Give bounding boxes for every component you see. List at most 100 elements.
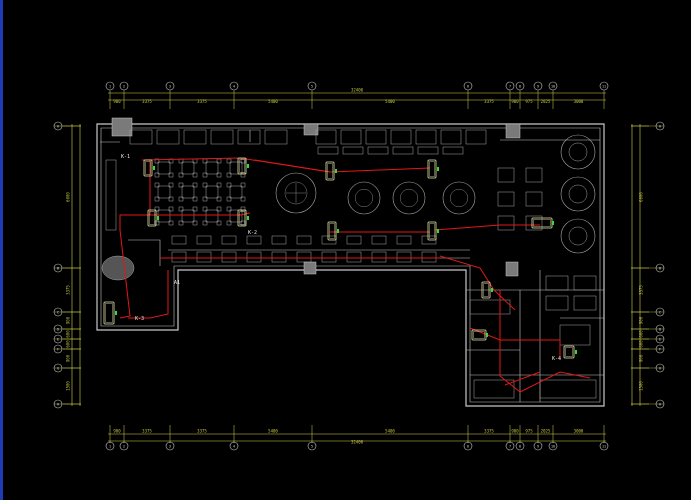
top-grid-bubble-label: 8	[519, 84, 521, 88]
round-booth	[560, 176, 596, 212]
chair	[192, 206, 198, 212]
round-table-top	[450, 188, 469, 207]
circuit-wire	[128, 270, 169, 319]
right-grid-bubble	[655, 324, 665, 334]
chair	[216, 182, 222, 188]
unit-tag-3: K-3	[135, 316, 144, 322]
right-grid-bubble-label: F	[659, 347, 661, 351]
chair	[216, 196, 222, 202]
ac-indoor-unit	[103, 301, 115, 325]
seat	[321, 251, 337, 263]
bottom-dim-label: 975	[525, 429, 533, 434]
left-grid-bubble-label: C	[57, 310, 59, 314]
right-grid-bubble-label: G	[659, 366, 661, 370]
round-booth-table	[568, 226, 588, 246]
booth-seat	[390, 129, 412, 145]
chair	[178, 182, 184, 188]
circuit-wire	[149, 160, 242, 216]
kitchen-fixture	[473, 379, 515, 399]
chair	[192, 196, 198, 202]
bottom-dim-label: 3375	[484, 429, 494, 434]
ac-unit-connector	[575, 350, 577, 354]
bottom-dim-total: 32400	[351, 440, 364, 445]
top-grid-bubble-label: 1	[109, 84, 111, 88]
seat	[346, 235, 362, 245]
seat	[171, 251, 187, 263]
booth-table	[367, 146, 389, 155]
right-grid-bubble-label: A	[659, 124, 661, 128]
chair	[178, 196, 184, 202]
left-grid-bubble-label: H	[57, 402, 59, 406]
bottom-grid-bubble-label: 3	[169, 444, 171, 448]
booth-table	[417, 146, 439, 155]
fixture-layer	[103, 157, 577, 359]
top-grid-bubble	[515, 81, 525, 91]
bottom-dim-label: 5400	[268, 429, 278, 434]
structural-column	[303, 261, 317, 275]
chair	[216, 206, 222, 212]
booth-seat	[465, 129, 487, 145]
chair	[154, 158, 160, 164]
chair	[202, 220, 208, 226]
chair	[168, 220, 174, 226]
right-dim-label: 1500	[639, 381, 644, 391]
dining-table	[205, 185, 219, 199]
chair	[240, 158, 246, 164]
top-grid-bubble	[599, 81, 609, 91]
right-grid-bubble-label: B	[659, 266, 661, 270]
chair	[154, 172, 160, 178]
left-grid-bubble	[53, 344, 63, 354]
seat	[221, 235, 237, 245]
left-dim-label: 600	[66, 330, 71, 338]
bottom-grid-bubble	[165, 441, 175, 451]
partition-wall	[128, 239, 161, 266]
ac-unit-connector	[552, 221, 554, 225]
top-grid-bubble	[533, 81, 543, 91]
bottom-grid-bubble	[515, 441, 525, 451]
unit-tag-1: K-1	[121, 154, 130, 160]
booth-seat	[156, 129, 180, 145]
ac-unit-inner	[429, 223, 435, 239]
dining-table	[181, 161, 195, 175]
ac-unit-connector	[437, 229, 439, 233]
dining-table	[497, 215, 515, 231]
chair	[202, 158, 208, 164]
right-grid-bubble	[655, 399, 665, 409]
top-grid-bubble-label: 9	[537, 84, 539, 88]
chair	[202, 182, 208, 188]
ac-unit-connector	[437, 167, 439, 171]
top-dim-label: 3000	[574, 99, 584, 104]
top-grid-bubble	[105, 81, 115, 91]
round-table-top	[355, 188, 374, 207]
top-dim-total: 32400	[351, 88, 364, 93]
dining-table	[229, 209, 243, 223]
booth-seat	[210, 129, 234, 145]
chair	[240, 196, 246, 202]
left-grid-bubble-label: A	[57, 124, 59, 128]
chair	[240, 172, 246, 178]
bottom-grid-bubble-label: 10	[551, 444, 555, 448]
kitchen-fixture	[469, 299, 511, 315]
booth-table	[392, 146, 414, 155]
left-dim-label: 1500	[66, 381, 71, 391]
top-dim-label: 5400	[268, 99, 278, 104]
seat	[221, 251, 237, 263]
top-grid-bubble	[165, 81, 175, 91]
round-table-top	[400, 188, 419, 207]
chair	[226, 206, 232, 212]
ac-unit-inner	[327, 163, 333, 179]
top-grid-bubble-label: 11	[602, 84, 606, 88]
kitchen-fixture	[573, 295, 597, 311]
ac-unit-inner	[429, 161, 435, 177]
round-table	[347, 181, 381, 215]
bottom-grid-bubble	[119, 441, 129, 451]
kitchen-fixture	[573, 275, 597, 291]
round-booth	[560, 218, 596, 254]
chair	[202, 172, 208, 178]
dining-table	[525, 215, 543, 231]
top-dim-label: 5400	[385, 99, 395, 104]
chair	[154, 220, 160, 226]
ac-indoor-unit	[481, 281, 491, 299]
